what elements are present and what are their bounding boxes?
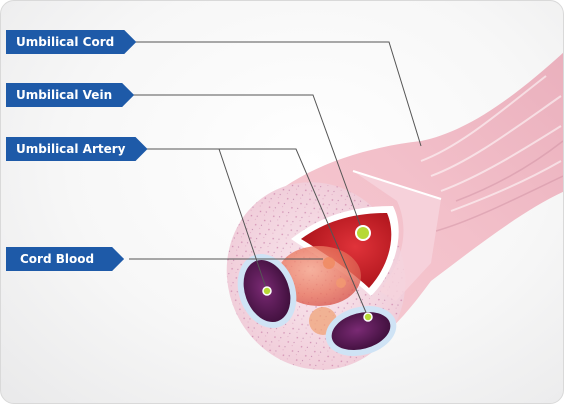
label-umbilical-artery: Umbilical Artery: [6, 137, 148, 161]
artery-right-marker-dot: [364, 313, 372, 321]
label-umbilical-cord: Umbilical Cord: [6, 30, 136, 54]
leader-umbilical-cord: [129, 42, 421, 146]
label-umbilical-vein: Umbilical Vein: [6, 83, 134, 107]
vein-marker-dot: [356, 226, 370, 240]
artery-left-marker-dot: [263, 287, 271, 295]
label-cord-blood: Cord Blood: [6, 247, 124, 271]
